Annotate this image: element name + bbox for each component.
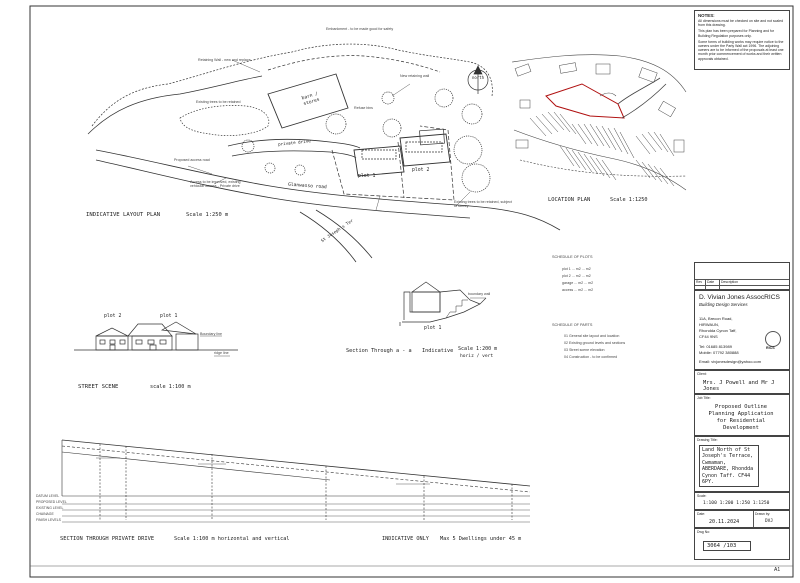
mobile: Mobile: 07792 380888: [699, 350, 739, 355]
annotation-7: Access to be improved, existing vehicula…: [190, 180, 241, 189]
location-plan-title: LOCATION PLAN: [548, 197, 591, 203]
section-drive-max: Max 5 Dwellings under 45 m: [440, 536, 522, 542]
address-line-2: HIRWAUN,: [699, 322, 719, 327]
address-line-3: Rhondda Cynon Taff,: [699, 328, 737, 333]
client-label: Client:: [697, 372, 707, 376]
street-plot1-label: plot 1: [160, 314, 178, 319]
drawing-title-block: Drawing Title: Land North of St Joseph's…: [694, 436, 790, 492]
notes-line-3: Some forms of building works may require…: [698, 39, 784, 61]
annotation-2: Retaining Wall - new and replace: [198, 58, 251, 62]
plot2-label: plot 2: [412, 168, 430, 173]
street-scene-scale: scale 1:100 m: [150, 384, 191, 390]
notes-line-1: All dimensions must be checked on site a…: [698, 19, 784, 28]
scale-value: 1:100 1:200 1:250 1:1250: [703, 501, 770, 506]
north-label: north: [472, 75, 485, 80]
street-plot2-label: plot 2: [104, 314, 122, 319]
section-drive: [61, 439, 531, 523]
company-name: D. Vivian Jones AssocRICS: [699, 294, 780, 301]
street-annotation-1: Boundary line: [200, 332, 222, 336]
section-aa-title: Section Through a - a: [346, 348, 412, 354]
sheet-size: A1: [774, 567, 781, 573]
schedule-1-row: plot 2 ... m2 ... m2: [562, 274, 591, 278]
row-label-5: FINISH LEVELS: [36, 518, 61, 522]
street-scene-title: STREET SCENE: [78, 384, 119, 390]
annotation-8: Existing trees to be retained, subject t…: [454, 200, 512, 209]
client-name: Mrs. J Powell and Mr J Jones: [703, 380, 775, 392]
section-aa-indicative: Indicative: [422, 348, 454, 354]
notes-heading: NOTES:: [698, 13, 715, 18]
job-title-block: Job Title: Proposed Outline Planning App…: [694, 394, 790, 436]
dwg-number: 3064 /103: [703, 541, 751, 551]
notes-block: NOTES: All dimensions must be checked on…: [694, 10, 790, 70]
schedule-2-title: SCHEDULE OF PARTS: [552, 323, 593, 327]
rics-label: RICS: [766, 346, 775, 350]
drawing-title: Land North of St Joseph's Terrace, Cwmam…: [699, 445, 759, 488]
schedule-1-row: garage ... m2 ... m2: [562, 281, 594, 285]
plot1-label: plot 1: [358, 174, 376, 179]
date-value: 20.11.2024: [709, 519, 740, 525]
rev-col-date: Date: [707, 280, 715, 284]
scale-block: Scale: 1:100 1:200 1:250 1:1250: [694, 492, 790, 510]
section-aa-scale2: horiz / vert: [460, 354, 494, 359]
drawn-by-label: Drawn by:: [755, 512, 771, 516]
schedule-1-title: SCHEDULE OF PLOTS: [552, 255, 593, 259]
section-aa-plot: plot 1: [424, 326, 442, 331]
street-annotation-2: ridge line: [214, 351, 229, 355]
street-scene: [74, 321, 238, 357]
section-aa-annotation: boundary wall: [468, 292, 491, 296]
rev-col-description: Description: [721, 280, 738, 284]
row-label-4: CHAINAGE: [36, 512, 54, 516]
phone: Tel: 01685 813989: [699, 344, 732, 349]
annotation-3: New retaining wall: [400, 74, 430, 78]
revision-table: Rev Date Description: [694, 262, 790, 290]
dwg-label: Dwg No:: [697, 530, 711, 534]
drawn-by-value: DVJ: [765, 519, 773, 524]
company-block: D. Vivian Jones AssocRICS Building Desig…: [694, 290, 790, 370]
schedule-1-row: plot 1 ... m2 ... m2: [562, 267, 591, 271]
job-title-label: Job Title:: [697, 396, 711, 400]
row-label-1: DATUM LEVEL: [36, 494, 60, 498]
annotation-1: Embankment - to be made good for safety: [326, 27, 394, 31]
schedule-1-row: access ... m2 ... m2: [562, 288, 594, 292]
section-aa: [399, 281, 487, 326]
location-plan: [511, 54, 687, 191]
address-line-1: 11A, Brecon Road,: [699, 316, 733, 321]
date-label: Date:: [697, 512, 706, 516]
schedule-2-row: 04 Construction - to be confirmed: [564, 355, 618, 359]
site-boundary: [545, 83, 625, 119]
section-aa-scale: Scale 1:200 m: [458, 346, 498, 352]
company-subtitle: Building Design Services: [699, 302, 748, 307]
annotation-6: Proposed access road: [174, 158, 210, 162]
email: Email: vivjonesdesign@yahoo.com: [699, 359, 762, 364]
schedule-2-row: 01 General site layout and location: [564, 334, 620, 338]
date-block: Date: 20.11.2024 Drawn by: DVJ: [694, 510, 790, 528]
sheet-border: [29, 5, 794, 578]
layout-plan-title: INDICATIVE LAYOUT PLAN: [86, 212, 161, 218]
job-title: Proposed Outline Planning Application fo…: [708, 404, 774, 431]
notes-line-2: This plan has been prepared for Planning…: [698, 29, 775, 38]
rev-col-rev: Rev: [696, 280, 703, 284]
schedule-2-row: 02 Existing ground levels and sections: [564, 341, 626, 345]
annotation-4: Existing trees to be retained: [196, 100, 241, 104]
location-plan-scale: Scale 1:1250: [610, 197, 648, 203]
rics-logo-icon: [765, 331, 781, 347]
scale-label: Scale:: [697, 494, 707, 498]
section-drive-title: SECTION THROUGH PRIVATE DRIVE: [60, 536, 155, 542]
schedule-2-row: 03 Street scene elevation: [564, 348, 605, 352]
section-drive-indicative: INDICATIVE ONLY: [382, 536, 429, 542]
row-label-2: PROPOSED LEVEL: [36, 500, 67, 504]
drawing-title-label: Drawing Title:: [697, 438, 718, 442]
row-label-3: EXISTING LEVEL: [36, 506, 64, 510]
layout-plan: [87, 43, 561, 263]
section-drive-scale: Scale 1:100 m horizontal and vertical: [174, 536, 290, 542]
address-line-4: CF44 9NS: [699, 334, 718, 339]
annotation-5: Refuse bins: [354, 106, 373, 110]
layout-plan-scale: Scale 1:250 m: [186, 212, 229, 218]
dwg-block: Dwg No: 3064 /103: [694, 528, 790, 560]
client-block: Client: Mrs. J Powell and Mr J Jones: [694, 370, 790, 394]
